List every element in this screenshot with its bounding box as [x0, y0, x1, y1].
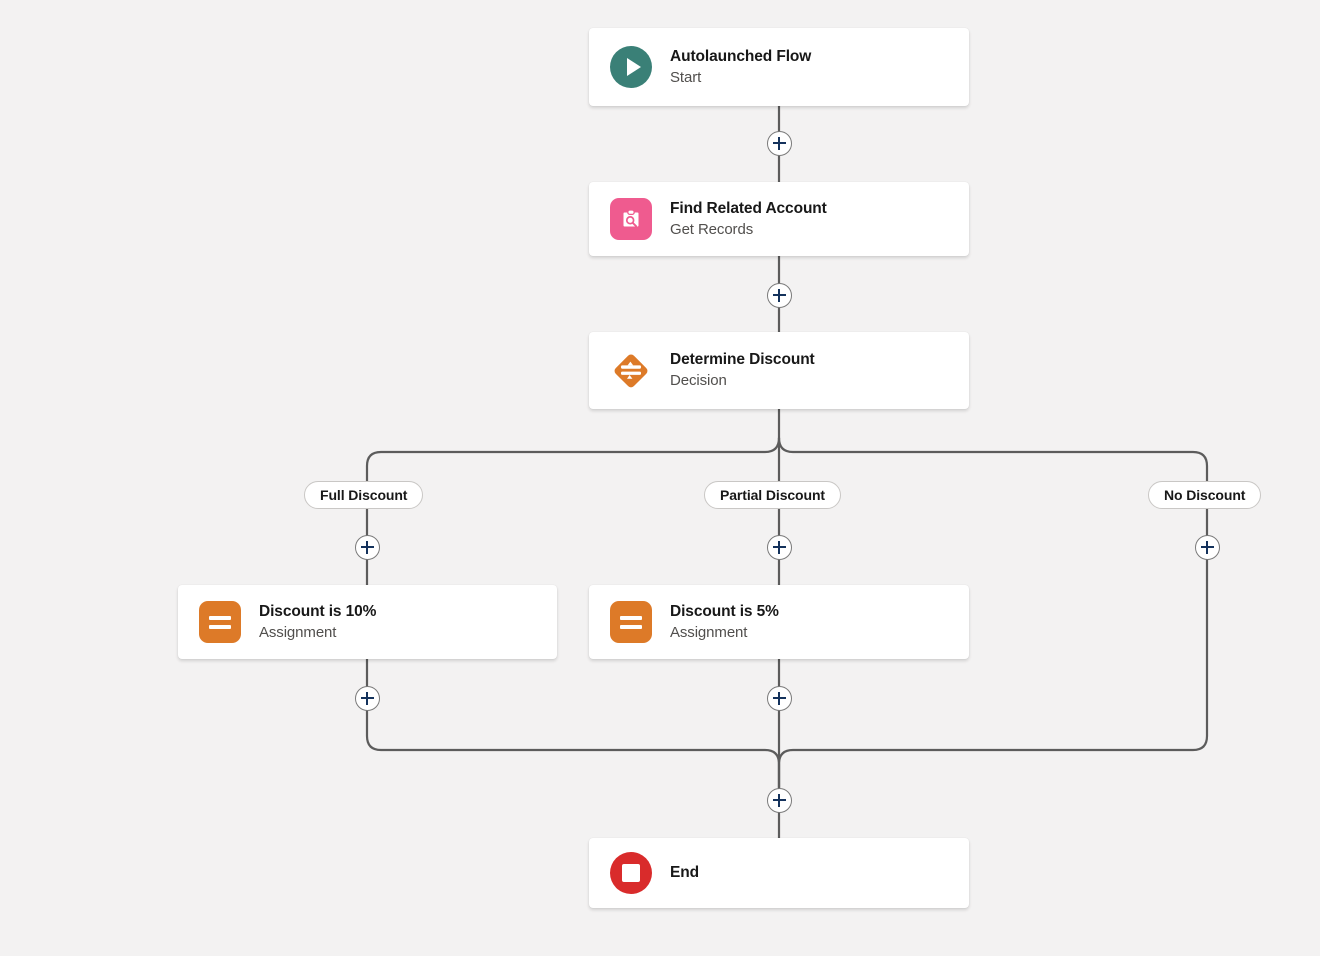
connector-split-left — [365, 436, 781, 483]
branch-label-no-discount[interactable]: No Discount — [1148, 481, 1262, 509]
flow-node-start[interactable]: Autolaunched Flow Start — [589, 28, 969, 106]
connector-split-right — [777, 436, 1209, 483]
node-title: Autolaunched Flow — [670, 47, 812, 65]
node-subtitle: Assignment — [259, 623, 337, 641]
node-title: Determine Discount — [670, 351, 815, 369]
flow-node-decision[interactable]: Determine Discount Decision — [589, 332, 969, 409]
add-element-button-after-start[interactable] — [766, 130, 792, 156]
node-subtitle: Assignment — [670, 623, 748, 641]
branch-label-full-discount[interactable]: Full Discount — [304, 481, 424, 509]
decision-diamond-icon — [610, 350, 652, 392]
flow-node-end[interactable]: End — [589, 838, 969, 908]
flow-node-assignment-partial[interactable]: Discount is 5% Assignment — [589, 585, 969, 659]
node-title: Discount is 10% — [259, 602, 377, 620]
add-element-button-branch-full[interactable] — [354, 534, 380, 560]
add-element-button-after-assignment-full[interactable] — [354, 685, 380, 711]
add-element-button-after-assignment-partial[interactable] — [766, 685, 792, 711]
branch-label-text: No Discount — [1164, 487, 1246, 503]
assignment-equals-icon — [610, 601, 652, 643]
flow-node-get-records[interactable]: Find Related Account Get Records — [589, 182, 969, 256]
branch-label-text: Full Discount — [320, 487, 408, 503]
add-element-button-branch-none[interactable] — [1194, 534, 1220, 560]
node-title: End — [670, 864, 699, 882]
node-title: Find Related Account — [670, 199, 827, 217]
node-title: Discount is 5% — [670, 602, 779, 620]
node-subtitle: Decision — [670, 372, 727, 390]
add-element-button-after-get-records[interactable] — [766, 282, 792, 308]
flow-node-assignment-full[interactable]: Discount is 10% Assignment — [178, 585, 557, 659]
connector-merge-left — [365, 708, 781, 790]
add-element-button-before-end[interactable] — [766, 787, 792, 813]
add-element-button-branch-partial[interactable] — [766, 534, 792, 560]
play-circle-icon — [610, 46, 652, 88]
node-subtitle: Start — [670, 68, 702, 86]
node-subtitle: Get Records — [670, 220, 754, 238]
stop-circle-icon — [610, 852, 652, 894]
branch-label-partial-discount[interactable]: Partial Discount — [704, 481, 841, 509]
branch-label-text: Partial Discount — [720, 487, 825, 503]
clipboard-search-icon — [610, 198, 652, 240]
assignment-equals-icon — [199, 601, 241, 643]
